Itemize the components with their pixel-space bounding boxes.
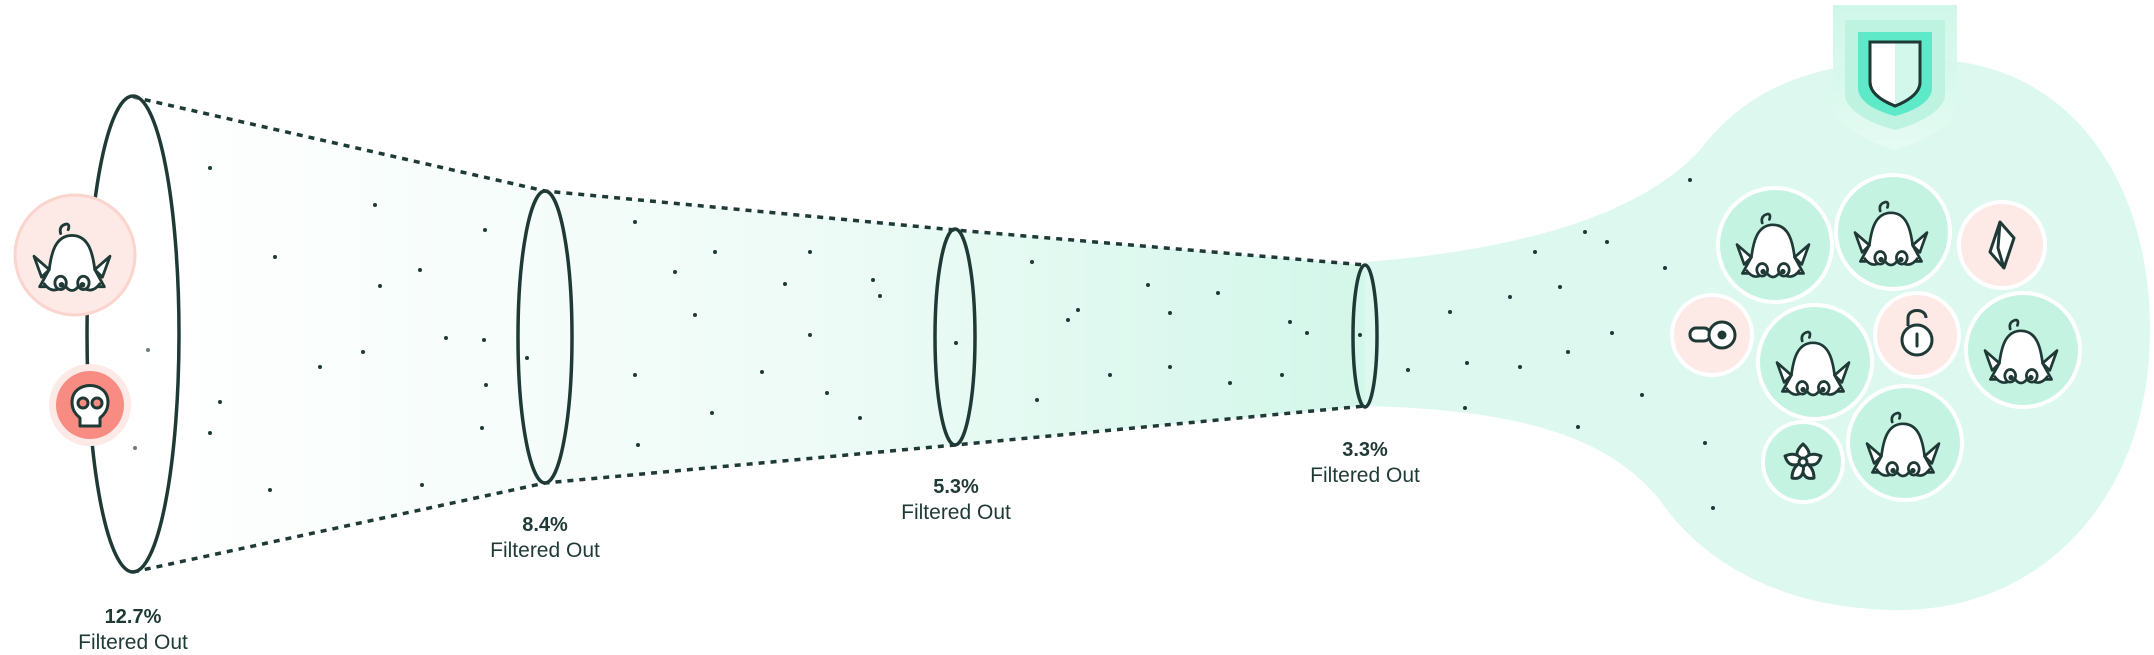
ring-stage-2 [516,189,574,485]
ring-stage-4 [1351,263,1379,409]
stage-label-1: 12.7% Filtered Out [23,605,243,655]
stage-label-2: 8.4% Filtered Out [435,513,655,563]
stage-label-3: 5.3% Filtered Out [846,475,1066,525]
stage-percent: 3.3% [1342,439,1388,461]
flower-icon [1783,442,1823,480]
rejected-bell-badge [13,193,137,317]
funnel-body [133,97,1365,572]
particle-dots [133,166,1715,510]
stage-caption: Filtered Out [901,501,1011,524]
padlock-icon [1900,309,1934,357]
skull-icon [70,384,110,428]
ring-stage-3 [933,227,977,447]
stage-percent: 12.7% [104,606,162,628]
shield-icon [1868,40,1922,108]
accepted-cluster [1670,173,2082,504]
stage-caption: Filtered Out [78,631,188,654]
stage-label-4: 3.3% Filtered Out [1255,438,1475,488]
flower-badge [1761,420,1845,504]
stage-percent: 5.3% [933,476,979,498]
rejected-skull-badge [49,364,131,446]
padlock-badge [1873,291,1961,379]
stage-percent: 8.4% [522,514,568,536]
crystal-icon [1988,220,2016,270]
bell-badge [1756,303,1874,421]
bell-badge [1716,186,1834,304]
funnel-outline [132,95,1366,574]
stage-caption: Filtered Out [490,539,600,562]
key-icon [1688,320,1737,350]
bell-badge [1846,384,1964,502]
security-shield [1833,5,1957,150]
bell-badge [1964,291,2082,409]
key-badge [1670,293,1754,377]
stage-caption: Filtered Out [1310,464,1420,487]
crystal-badge [1957,200,2047,290]
bell-badge [1834,173,1952,291]
ring-stage-1 [85,94,181,574]
